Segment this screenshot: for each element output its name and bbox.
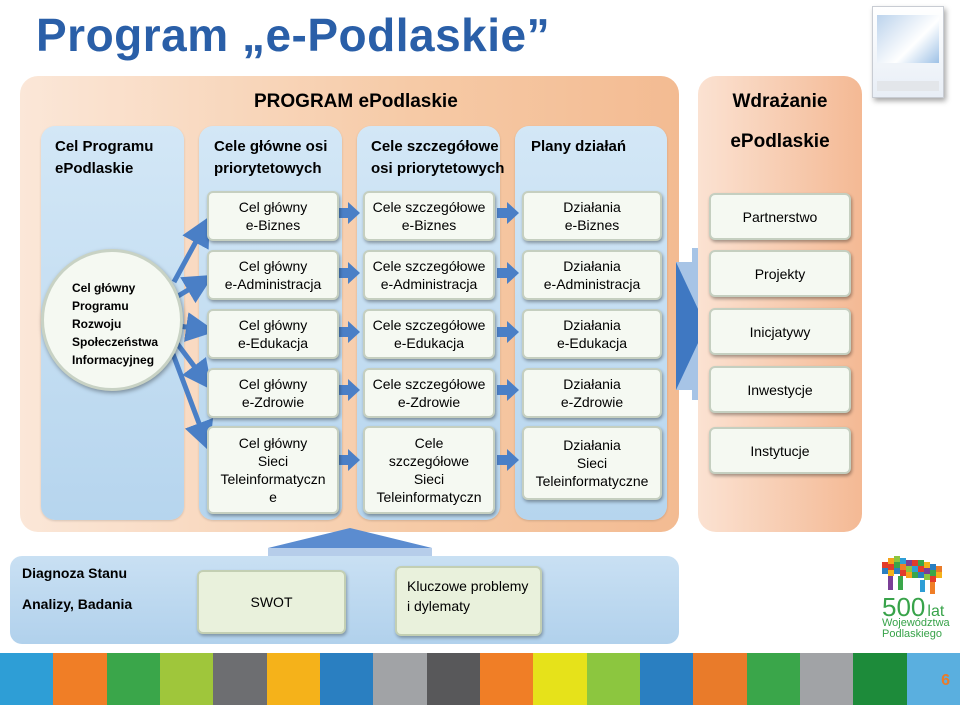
- footer-stripe: [586, 653, 640, 705]
- implementation-head-line1: Wdrażanie: [732, 91, 828, 112]
- row-arrow: [338, 321, 360, 343]
- row-arrow: [338, 449, 360, 471]
- footer-stripe: [533, 653, 587, 705]
- swot-box: SWOT: [197, 570, 346, 634]
- big-arrow-up: [268, 528, 432, 548]
- row-arrow: [497, 262, 519, 284]
- footer-stripe: [693, 653, 747, 705]
- footer-stripe: [0, 653, 54, 705]
- row-arrow: [338, 202, 360, 224]
- analysis-label: Analizy, Badania: [22, 596, 133, 612]
- fan-arrow-ebiznes: [171, 216, 210, 284]
- footer-stripe: [746, 653, 800, 705]
- program-header: PROGRAM ePodlaskie: [254, 91, 458, 112]
- row-arrow: [497, 449, 519, 471]
- program-goal-circle: [41, 249, 183, 391]
- impl-partnerstwo: Partnerstwo: [709, 193, 851, 240]
- implementation-head-line2: ePodlaskie: [730, 131, 830, 152]
- footer-stripe: [106, 653, 160, 705]
- impl-inicjatywy: Inicjatywy: [709, 308, 851, 355]
- footer-stripe: [159, 653, 214, 705]
- footer-stripe: [799, 653, 854, 705]
- footer-stripe: [319, 653, 374, 705]
- footer-stripe: [373, 653, 427, 705]
- diagnosis-label: Diagnoza Stanu: [22, 565, 128, 581]
- row-arrow: [497, 379, 519, 401]
- impl-instytucje: Instytucje: [709, 427, 851, 474]
- impl-inwestycje: Inwestycje: [709, 366, 851, 413]
- fan-arrow-sieci: [170, 353, 214, 452]
- footer-stripe: [479, 653, 534, 705]
- footer-stripe: [213, 653, 267, 705]
- page-title: Program „e-Podlaskie”: [36, 9, 551, 61]
- mosaic-bison-icon: [882, 556, 942, 594]
- column-head-action-plans: Plany działań: [531, 138, 627, 155]
- footer-stripe: [639, 653, 694, 705]
- footer-stripe: [53, 653, 107, 705]
- footer-stripe: [266, 653, 320, 705]
- impl-projekty: Projekty: [709, 250, 851, 297]
- swot-label: SWOT: [250, 594, 293, 610]
- row-arrow: [338, 262, 360, 284]
- row-arrow: [497, 321, 519, 343]
- fan-arrow-ezdrowie: [174, 340, 212, 390]
- footer-stripe: [426, 653, 480, 705]
- program-goal-circle-text: Cel główny Programu Rozwoju Społeczeństw…: [72, 281, 159, 367]
- row-arrow: [338, 379, 360, 401]
- page-number: 6: [941, 672, 950, 689]
- fan-arrow-eedukacja: [178, 312, 216, 342]
- footer-stripe: [906, 653, 960, 705]
- fan-arrow-eadministracja: [176, 274, 214, 304]
- row-arrow: [497, 202, 519, 224]
- publication-cover-thumbnail: [872, 6, 944, 98]
- color-stripe-footer: [0, 653, 960, 705]
- footer-stripe: [853, 653, 907, 705]
